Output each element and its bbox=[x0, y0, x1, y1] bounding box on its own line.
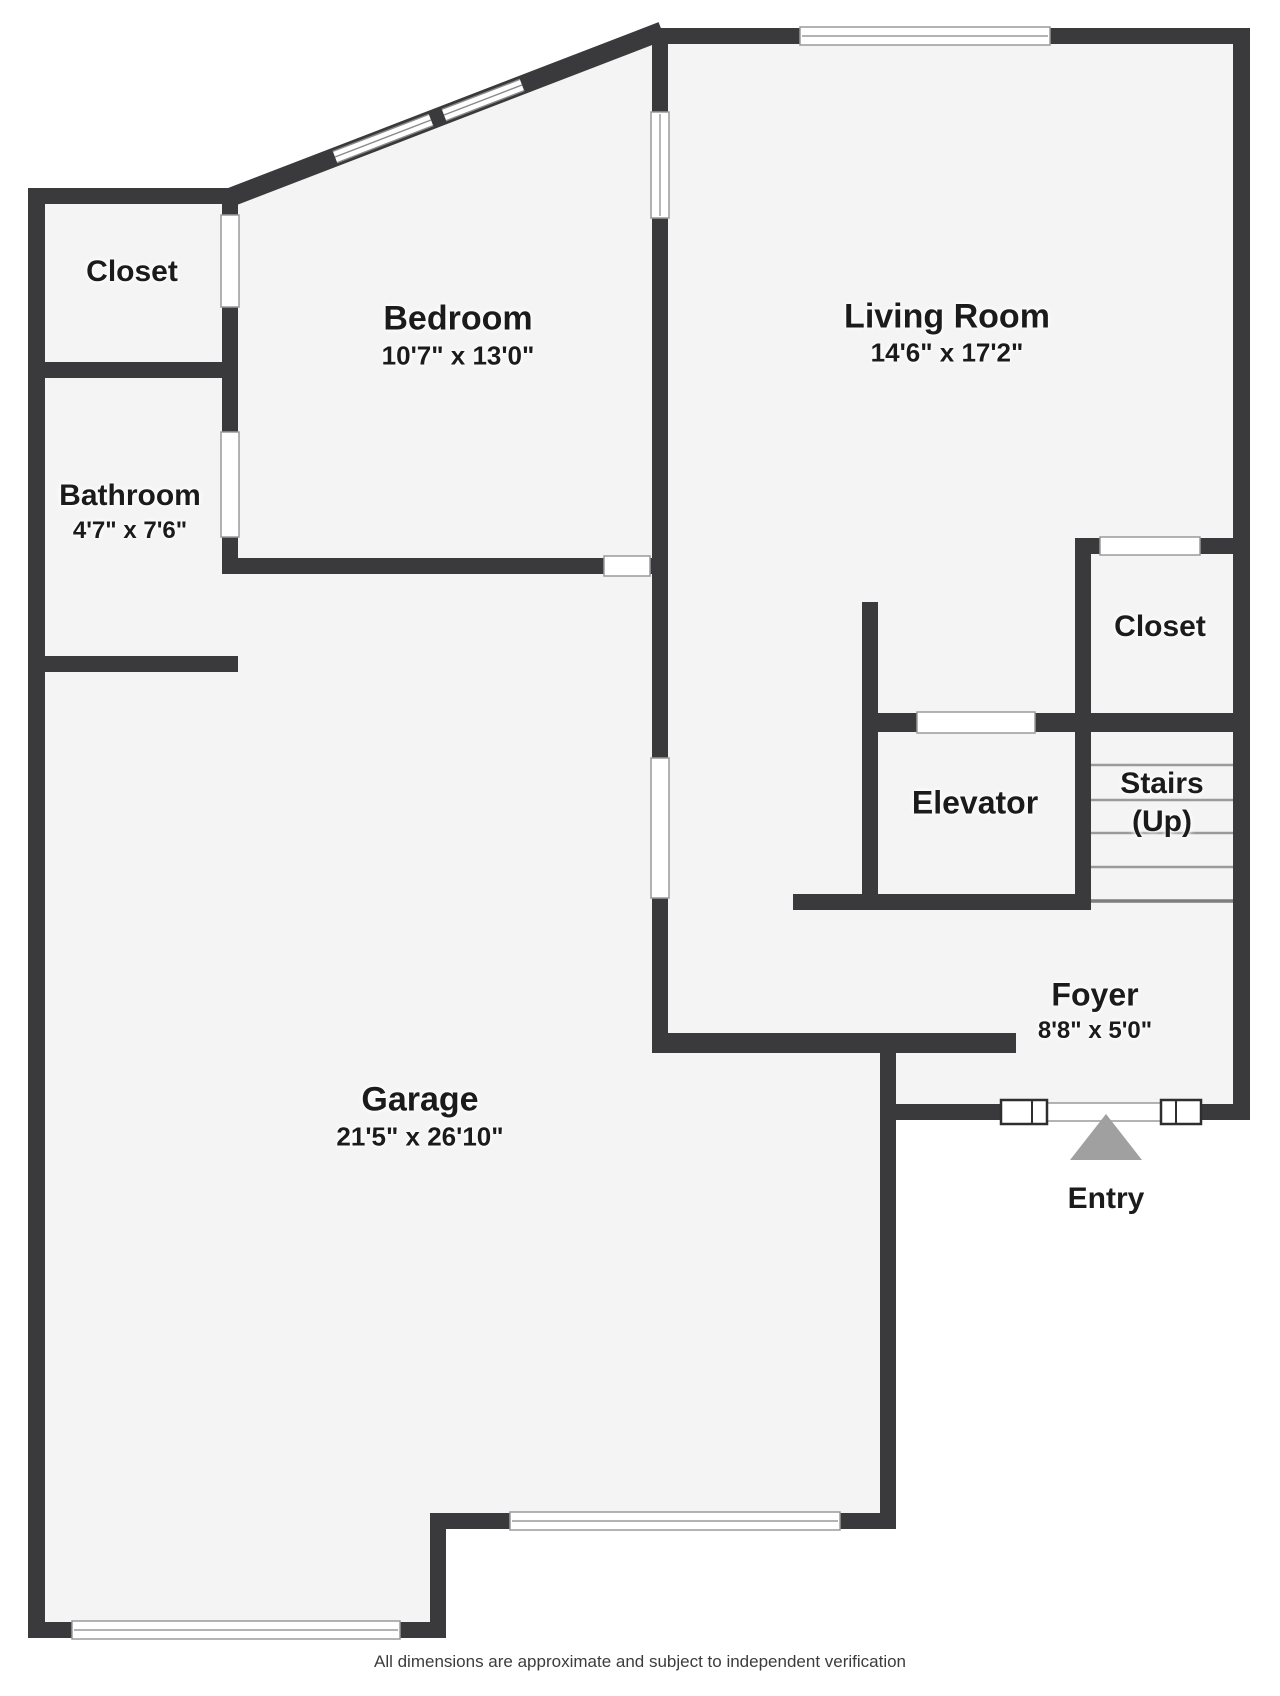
window-pane-line bbox=[441, 78, 521, 111]
wall bbox=[28, 188, 238, 204]
room-label-living-room: Living Room bbox=[844, 297, 1050, 336]
window-pane-line bbox=[445, 89, 525, 122]
room-label-closet-entry: Closet bbox=[1114, 610, 1206, 643]
entry-arrow-icon bbox=[1070, 1114, 1142, 1160]
stair-treads bbox=[1091, 763, 1233, 903]
disclaimer-text: All dimensions are approximate and subje… bbox=[373, 1652, 907, 1671]
door-opening bbox=[220, 214, 240, 308]
room-label-garage: Garage bbox=[361, 1080, 479, 1119]
door-opening bbox=[220, 431, 240, 538]
room-label-stairs-up: (Up) bbox=[1132, 805, 1192, 838]
room-label-elevator: Elevator bbox=[911, 784, 1039, 821]
door-opening bbox=[916, 711, 1036, 734]
room-dims-foyer: 8'8" x 5'0" bbox=[1037, 1017, 1153, 1044]
room-dims-garage: 21'5" x 26'10" bbox=[336, 1121, 504, 1152]
wall bbox=[28, 656, 238, 672]
window-pane-line bbox=[334, 119, 432, 158]
wall bbox=[1075, 538, 1091, 732]
room-dims-bedroom: 10'7" x 13'0" bbox=[381, 340, 535, 371]
door-jamb bbox=[999, 1098, 1049, 1126]
door-opening bbox=[603, 555, 651, 577]
room-dims-bathroom: 4'7" x 7'6" bbox=[72, 517, 188, 544]
wall bbox=[1233, 28, 1250, 1120]
wall bbox=[880, 1053, 896, 1529]
wall bbox=[793, 894, 1091, 910]
room-dims-living-room: 14'6" x 17'2" bbox=[870, 337, 1024, 368]
door-opening bbox=[1099, 536, 1201, 556]
window-pane-line bbox=[336, 124, 434, 164]
room-label-stairs: Stairs bbox=[1120, 767, 1204, 800]
wall bbox=[28, 188, 45, 1638]
wall bbox=[1075, 732, 1091, 910]
wall bbox=[652, 1033, 1016, 1053]
door-opening bbox=[650, 757, 670, 899]
entry-label: Entry bbox=[1067, 1182, 1145, 1215]
wall bbox=[222, 558, 668, 574]
wall bbox=[430, 1513, 446, 1638]
wall bbox=[28, 362, 238, 378]
room-label-closet-upper: Closet bbox=[86, 255, 178, 288]
window-pane-line bbox=[443, 84, 523, 116]
wall bbox=[862, 602, 878, 910]
room-label-bedroom: Bedroom bbox=[383, 299, 533, 338]
room-label-foyer: Foyer bbox=[1051, 976, 1139, 1013]
floor-outline bbox=[28, 28, 1250, 1638]
openings bbox=[71, 26, 1203, 1640]
room-label-bathroom: Bathroom bbox=[59, 479, 201, 512]
window-pane-line bbox=[332, 113, 430, 153]
door-jamb bbox=[1159, 1098, 1203, 1126]
